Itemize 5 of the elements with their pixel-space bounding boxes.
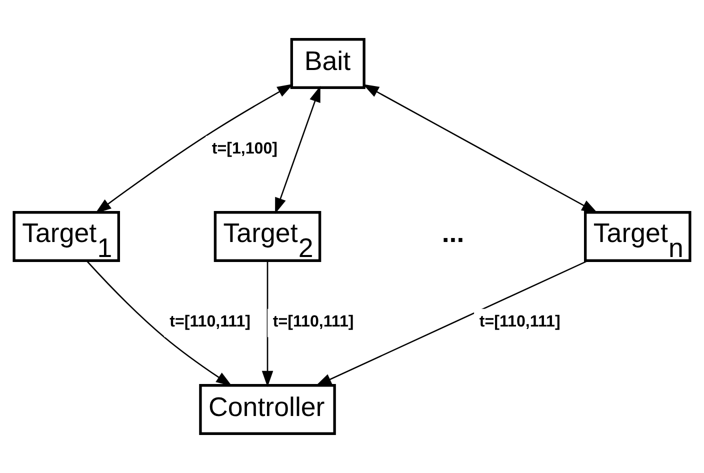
edge-label: t=[110,111] [479, 312, 560, 330]
label: ... [442, 218, 464, 248]
edge-label: t=[1,100] [212, 139, 278, 158]
edge-label: t=[110,111] [272, 312, 354, 330]
edge-label: t=[110,111] [170, 312, 251, 330]
